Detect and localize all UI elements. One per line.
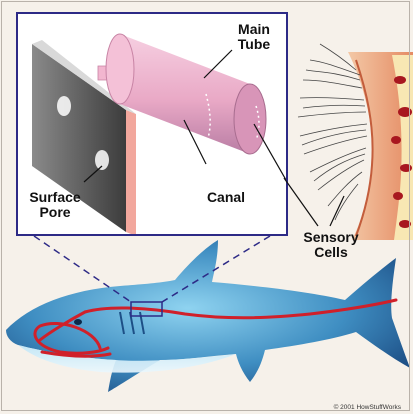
- main-tube-label-line1: Main: [224, 22, 284, 37]
- sensory-cells-label-line1: Sensory: [286, 230, 376, 245]
- main-tube-label-line2: Tube: [224, 37, 284, 52]
- sensory-cells-label: Sensory Cells: [286, 230, 376, 260]
- surface-pore-label-line1: Surface: [20, 190, 90, 205]
- canal-label: Canal: [196, 190, 256, 205]
- surface-pore-hole: [57, 96, 71, 116]
- surface-pore-label: Surface Pore: [20, 190, 90, 220]
- surface-pore-label-line2: Pore: [20, 205, 90, 220]
- canal-label-text: Canal: [196, 190, 256, 205]
- magnified-inset: Main Tube Canal Surface Pore: [16, 12, 288, 236]
- surface-pore-hole: [95, 150, 109, 170]
- copyright-credit: © 2001 HowStuffWorks: [334, 404, 401, 411]
- sensory-cells-label-line2: Cells: [286, 245, 376, 260]
- sensory-cells-pointer-a: [254, 124, 286, 180]
- main-tube-label: Main Tube: [224, 22, 284, 52]
